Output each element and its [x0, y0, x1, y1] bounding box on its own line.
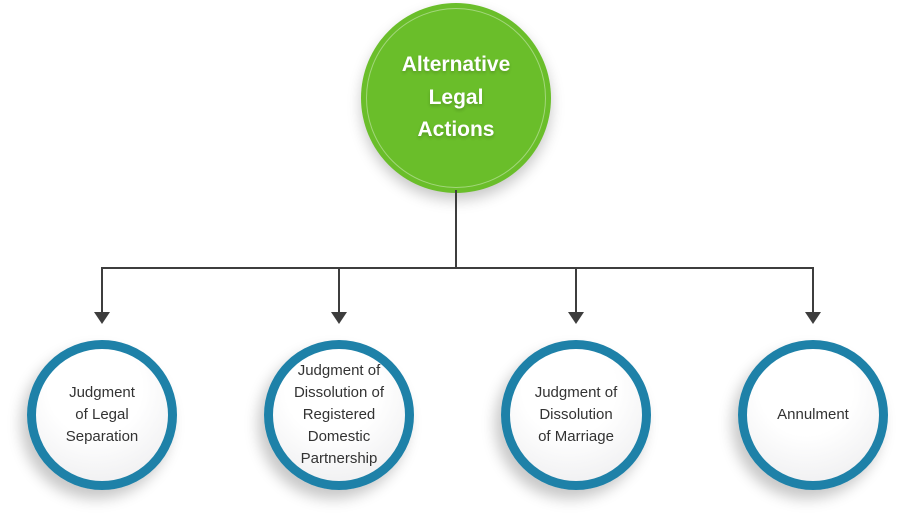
- arrow-down-icon: [331, 312, 347, 324]
- arrow-down-icon: [94, 312, 110, 324]
- connector-drop-1: [101, 267, 103, 313]
- arrow-down-icon: [805, 312, 821, 324]
- root-node-label: Alternative Legal Actions: [401, 53, 511, 142]
- connector-drop-3: [575, 267, 577, 313]
- connector-drop-2: [338, 267, 340, 313]
- child-node-label: Judgment of Dissolution of Marriage: [534, 383, 618, 446]
- connector-drop-4: [812, 267, 814, 313]
- child-node-label: Judgment of Legal Separation: [65, 383, 139, 446]
- root-node: Alternative Legal Actions: [361, 3, 551, 193]
- child-node-registered-domestic-partnership: Judgment of Dissolution of Registered Do…: [264, 340, 414, 490]
- child-node-annulment: Annulment: [738, 340, 888, 490]
- arrow-down-icon: [568, 312, 584, 324]
- child-node-label: Annulment: [777, 405, 849, 423]
- child-node-legal-separation: Judgment of Legal Separation: [27, 340, 177, 490]
- child-node-label: Judgment of Dissolution of Registered Do…: [293, 361, 385, 468]
- connector-horizontal: [101, 267, 814, 269]
- child-node-dissolution-of-marriage: Judgment of Dissolution of Marriage: [501, 340, 651, 490]
- connector-stem: [455, 190, 457, 268]
